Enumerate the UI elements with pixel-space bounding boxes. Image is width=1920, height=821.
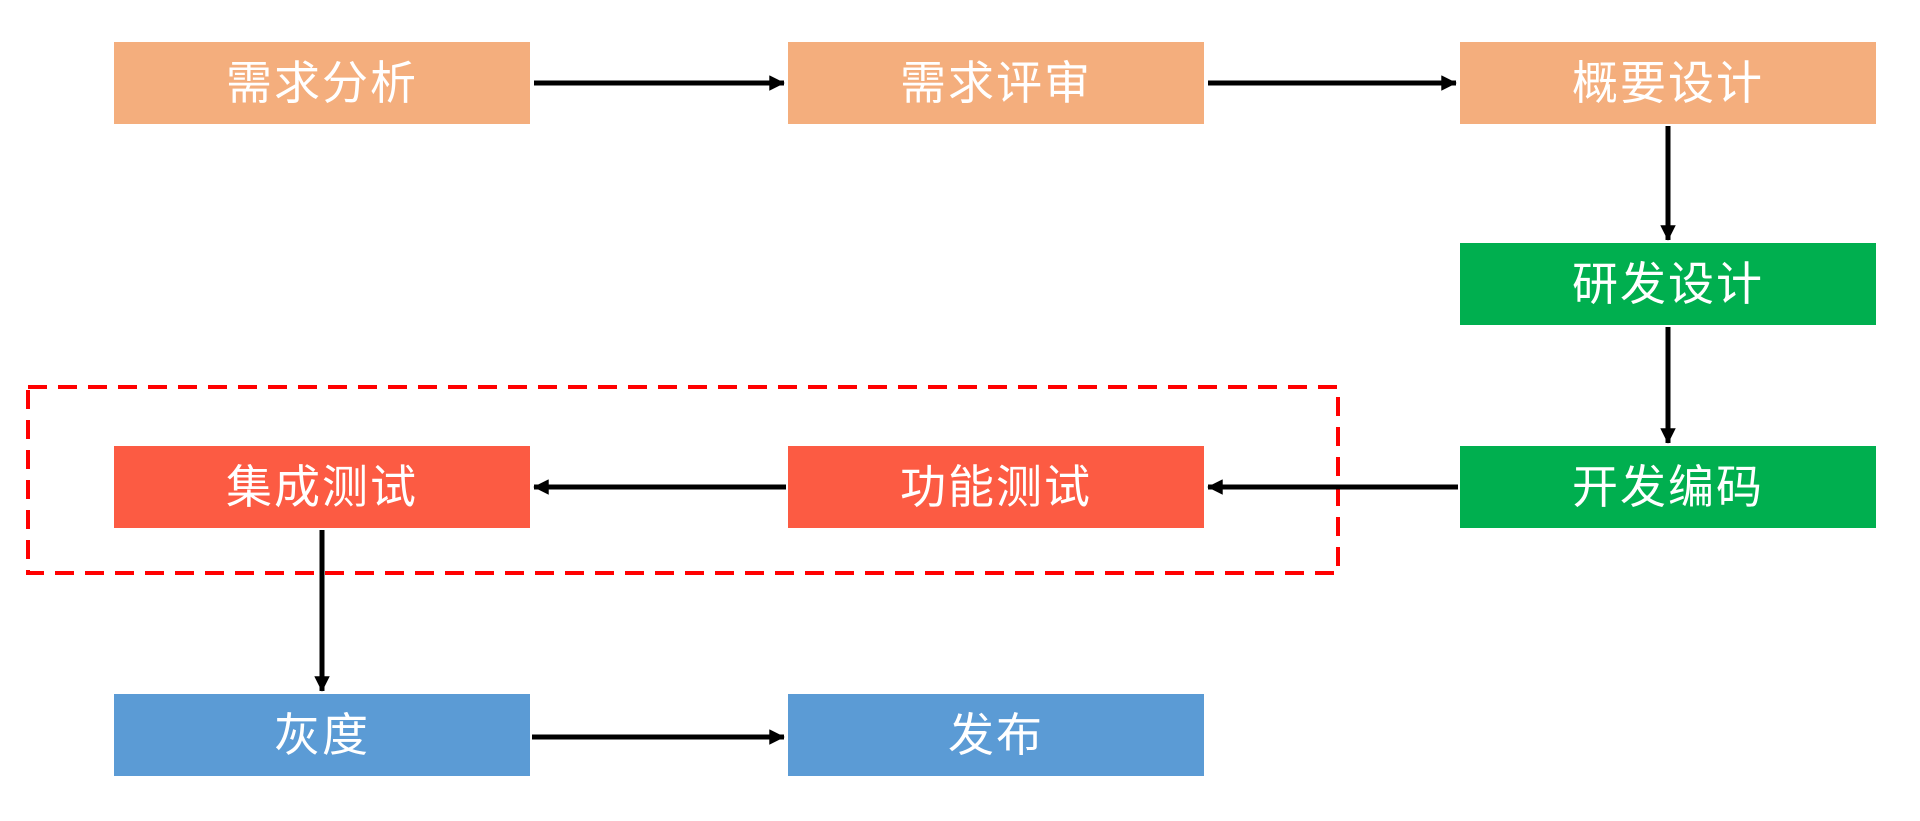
- node-requirement-review-label: 需求评审: [900, 56, 1092, 110]
- node-dev-coding: 开发编码: [1460, 446, 1876, 528]
- node-rd-design: 研发设计: [1460, 243, 1876, 325]
- node-gray-release: 灰度: [114, 694, 530, 776]
- node-outline-design-label: 概要设计: [1572, 56, 1764, 110]
- node-outline-design: 概要设计: [1460, 42, 1876, 124]
- node-functional-test: 功能测试: [788, 446, 1204, 528]
- node-functional-test-label: 功能测试: [900, 460, 1092, 514]
- node-gray-release-label: 灰度: [274, 708, 370, 762]
- node-requirement-analysis-label: 需求分析: [226, 56, 418, 110]
- node-integration-test: 集成测试: [114, 446, 530, 528]
- node-rd-design-label: 研发设计: [1572, 257, 1764, 311]
- node-requirement-review: 需求评审: [788, 42, 1204, 124]
- node-release-label: 发布: [948, 708, 1044, 762]
- node-release: 发布: [788, 694, 1204, 776]
- node-dev-coding-label: 开发编码: [1572, 460, 1764, 514]
- node-integration-test-label: 集成测试: [226, 460, 418, 514]
- node-requirement-analysis: 需求分析: [114, 42, 530, 124]
